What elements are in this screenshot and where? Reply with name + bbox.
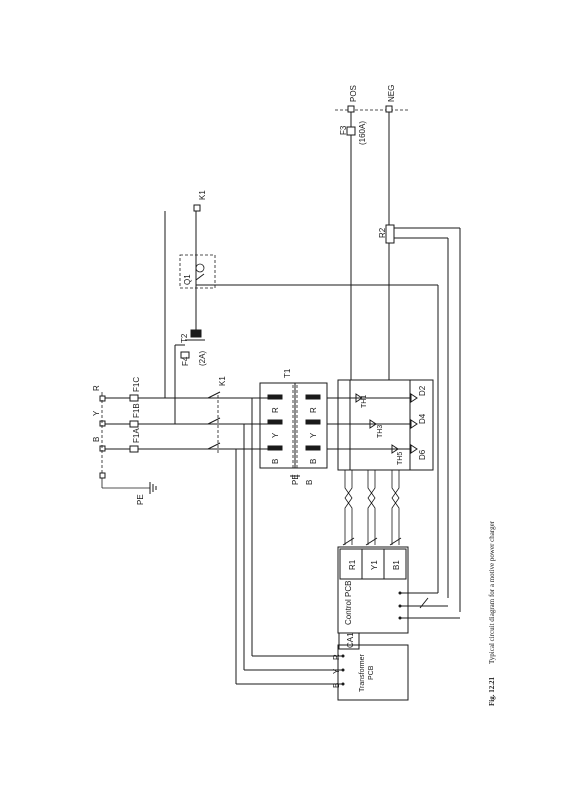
- label-f1a: F1A: [132, 428, 141, 443]
- label-tpcb-r: R: [332, 654, 341, 660]
- label-winding-y1: Y: [271, 432, 280, 438]
- label-th1: TH1: [361, 395, 368, 408]
- terminal-r: [99, 395, 106, 402]
- caption-text: Typical circuit diagram for a motive pow…: [488, 520, 496, 664]
- control-pcb: [196, 284, 460, 634]
- label-phase-y: Y: [92, 410, 101, 416]
- fuse-f1a: [129, 445, 139, 453]
- label-q1: Q1: [183, 274, 192, 285]
- label-pos: POS: [349, 85, 358, 102]
- label-160a: (160A): [358, 121, 367, 145]
- label-winding-r1: R: [271, 407, 280, 413]
- label-k1-coil: K1: [198, 190, 207, 200]
- label-tpcb-line2: PCB: [368, 665, 375, 680]
- fuse-f1b: [129, 420, 139, 428]
- terminal-pe: [99, 472, 106, 479]
- label-tpcb-y: Y: [332, 668, 341, 674]
- breaker-q1: [179, 254, 216, 289]
- label-d2: D2: [418, 385, 427, 396]
- label-t1: T1: [283, 368, 292, 378]
- label-winding-r2: R: [309, 407, 318, 413]
- label-th3: TH3: [377, 425, 384, 438]
- label-2a: (2A): [198, 351, 207, 366]
- transformer-t2: [190, 329, 202, 338]
- supply-terminals: PE B Y R: [92, 385, 157, 505]
- terminal-y: [99, 420, 106, 427]
- label-control-pcb: Control PCB: [344, 581, 353, 625]
- label-f1b: F1B: [132, 403, 141, 418]
- label-winding-b1: B: [271, 459, 280, 464]
- thyristor-th5: [391, 444, 399, 454]
- label-winding-b2: B: [309, 459, 318, 464]
- label-winding-y2: Y: [309, 432, 318, 438]
- label-ca1: CA1: [346, 632, 355, 648]
- terminal-neg: [385, 105, 393, 113]
- coil-k1: [193, 204, 201, 212]
- terminal-pos: [347, 105, 355, 113]
- contactor-k1: [207, 391, 221, 455]
- label-phase-r: R: [92, 385, 101, 391]
- dc-output: [335, 105, 461, 612]
- shunt-r2: [385, 224, 395, 244]
- thyristor-th3: [369, 419, 377, 429]
- earth-symbol: [102, 482, 157, 494]
- rectifier-block: [327, 379, 434, 471]
- diode-d2: [410, 393, 418, 403]
- label-t2: T2: [180, 333, 189, 343]
- label-d4: D4: [418, 413, 427, 424]
- label-tpcb-line1: Transformer: [359, 653, 366, 692]
- transformer-t1: [259, 382, 328, 477]
- label-pcb-r1: R1: [348, 559, 357, 570]
- gate-leads: [342, 470, 402, 546]
- diode-d6: [410, 444, 418, 454]
- label-pe: PE: [136, 494, 145, 505]
- label-r2: R2: [378, 227, 387, 238]
- fuse-f1c: [129, 394, 139, 402]
- transformer-pcb: [235, 398, 409, 701]
- thyristor-th1: [355, 393, 363, 403]
- caption-number: Fig. 12.21: [488, 677, 496, 706]
- label-pcb-b1: B1: [392, 560, 401, 570]
- label-k1: K1: [218, 376, 227, 386]
- label-f1c: F1C: [132, 377, 141, 392]
- phase-lines: F1A F1B F1C K1: [105, 376, 270, 455]
- diode-d4: [410, 419, 418, 429]
- label-th5: TH5: [397, 452, 404, 465]
- figure-caption: Fig. 12.21 Typical circuit diagram for a…: [488, 520, 496, 706]
- label-f4: F4: [181, 356, 190, 366]
- label-t1-pe: PE: [291, 474, 300, 485]
- label-d6: D6: [418, 449, 427, 460]
- fuse-f3: [346, 126, 356, 136]
- fuse-f4: [180, 351, 190, 359]
- label-neg: NEG: [387, 85, 396, 102]
- terminal-b: [99, 445, 106, 452]
- label-phase-b: B: [92, 437, 101, 442]
- aux-circuit: Q1 T2 F4 (2A) K1: [164, 190, 216, 424]
- label-tpcb-b: B: [332, 683, 341, 688]
- label-t1-b: B: [305, 480, 314, 485]
- label-f3: F3: [339, 125, 348, 135]
- ca1-connector: [338, 632, 360, 650]
- label-pcb-y1: Y1: [370, 560, 379, 570]
